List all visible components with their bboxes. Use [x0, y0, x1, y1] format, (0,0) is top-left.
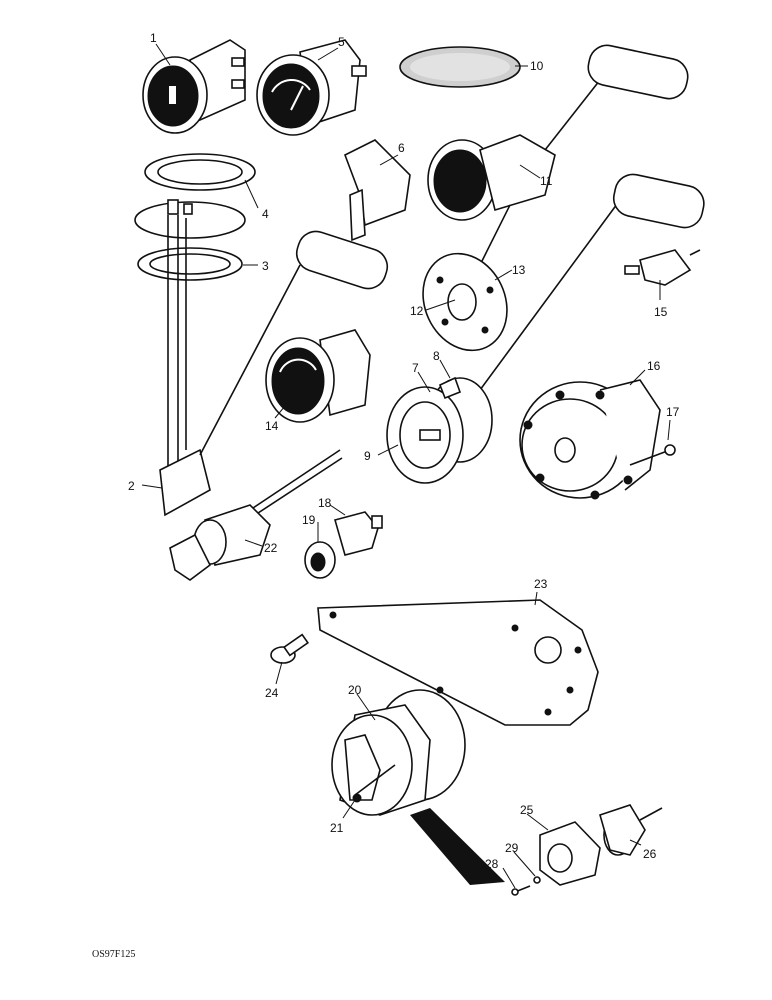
- figure-code: OS97F125: [92, 949, 135, 960]
- callout-24: 24: [265, 686, 279, 700]
- callout-5: 5: [338, 35, 345, 49]
- callout-12: 12: [410, 304, 424, 318]
- part-28-screw: [511, 885, 531, 896]
- part-18-sender: [334, 511, 383, 556]
- part-16-housing: [519, 379, 676, 500]
- part-float-2: [479, 173, 705, 391]
- part-22-cable-end: [169, 449, 343, 581]
- callout-16: 16: [647, 359, 661, 373]
- callout-21: 21: [330, 821, 344, 835]
- callout-14: 14: [265, 419, 279, 433]
- callout-labels: 1 2 3 4 5 6 7 8 9 10 11 12 13 14 15 16 1…: [128, 31, 680, 871]
- part-10-pad: [399, 46, 521, 88]
- callout-10: 10: [530, 59, 544, 73]
- part-11-gauge-float: [427, 44, 689, 266]
- callout-26: 26: [643, 847, 657, 861]
- callout-20: 20: [348, 683, 362, 697]
- part-23-bracket-plate: [317, 599, 599, 726]
- part-26-plug: [599, 804, 663, 856]
- part-14-gauge: [265, 329, 371, 423]
- callout-28: 28: [485, 857, 499, 871]
- part-29-washer: [533, 876, 541, 884]
- callout-17: 17: [666, 405, 680, 419]
- part-24-bolt: [270, 633, 309, 664]
- callout-3: 3: [262, 259, 269, 273]
- callout-29: 29: [505, 841, 519, 855]
- part-2-sender-stem: [159, 215, 389, 517]
- part-15-switch: [624, 249, 701, 286]
- part-9-drum: [386, 376, 493, 484]
- callout-18: 18: [318, 496, 332, 510]
- part-sender-plate: [134, 199, 246, 239]
- part-5-gauge: [256, 39, 367, 136]
- callout-wedge: [410, 808, 505, 885]
- callout-2: 2: [128, 479, 135, 493]
- callout-8: 8: [433, 349, 440, 363]
- part-20-motor: [331, 689, 466, 816]
- part-13-flange: [422, 252, 508, 352]
- part-19-cap: [304, 541, 336, 579]
- part-4-ring: [144, 153, 256, 191]
- part-25-connector: [539, 821, 601, 886]
- part-1-gauge: [142, 39, 246, 134]
- leader-lines: [141, 43, 671, 889]
- part-6-bracket: [343, 139, 411, 242]
- callout-4: 4: [262, 207, 269, 221]
- callout-23: 23: [534, 577, 548, 591]
- callout-9: 9: [364, 449, 371, 463]
- callout-7: 7: [412, 361, 419, 375]
- callout-6: 6: [398, 141, 405, 155]
- part-3-gasket: [137, 247, 243, 281]
- callout-1: 1: [150, 31, 157, 45]
- callout-22: 22: [264, 541, 278, 555]
- callout-25: 25: [520, 803, 534, 817]
- callout-11: 11: [540, 174, 553, 188]
- callout-15: 15: [654, 305, 668, 319]
- callout-13: 13: [512, 263, 526, 277]
- callout-19: 19: [302, 513, 316, 527]
